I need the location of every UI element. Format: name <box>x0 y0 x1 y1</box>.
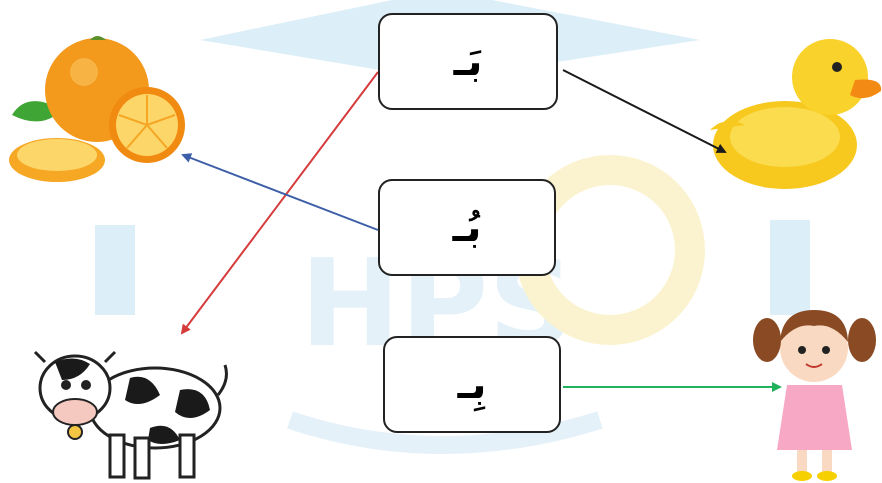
letter-damma: بُـ <box>452 204 482 251</box>
letter-box-damma[interactable]: بُـ <box>378 179 556 276</box>
girl-image <box>753 310 876 481</box>
letter-box-fatha[interactable]: بَـ <box>378 13 558 110</box>
cow-image <box>33 350 228 480</box>
letter-kasra: بِـ <box>457 361 487 408</box>
letter-box-kasra[interactable]: بِـ <box>383 336 561 433</box>
oranges-image <box>9 36 185 182</box>
letter-fatha: بَـ <box>453 38 483 85</box>
duck-image <box>710 39 882 189</box>
